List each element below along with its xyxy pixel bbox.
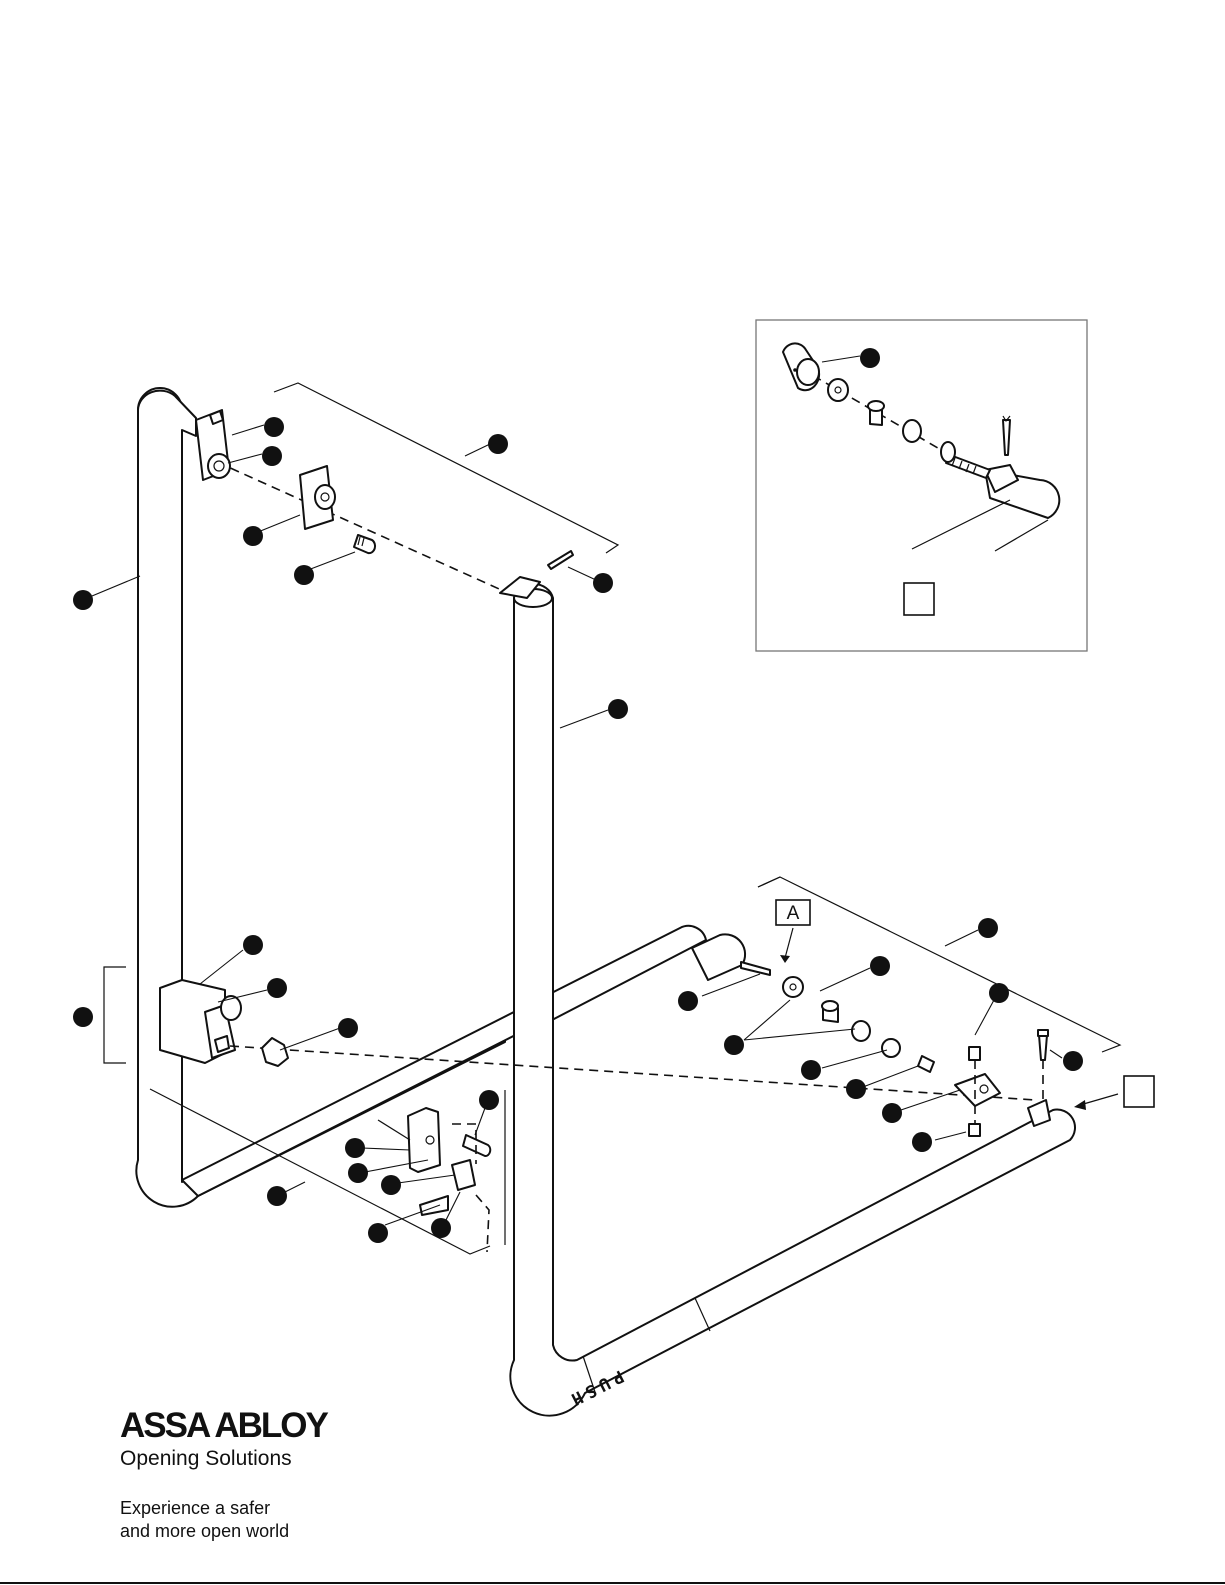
callout bbox=[243, 526, 263, 546]
brand-logo: ASSA ABLOY bbox=[120, 1408, 327, 1443]
callout bbox=[989, 983, 1009, 1003]
washer-a1 bbox=[783, 977, 803, 997]
callout bbox=[479, 1090, 499, 1110]
callout bbox=[294, 565, 314, 585]
lower-bracket bbox=[104, 967, 126, 1063]
pin-a bbox=[1039, 1035, 1047, 1060]
callout bbox=[243, 935, 263, 955]
callout bbox=[267, 1186, 287, 1206]
clamp-block-a bbox=[955, 1074, 1000, 1106]
detail-washer-3 bbox=[941, 442, 955, 462]
lower-key bbox=[420, 1196, 448, 1215]
tagline-line-2: and more open world bbox=[120, 1520, 327, 1543]
callout bbox=[348, 1163, 368, 1183]
detail-washer-2 bbox=[903, 420, 921, 442]
callout bbox=[267, 978, 287, 998]
right-l-tube bbox=[510, 584, 1075, 1416]
callout bbox=[724, 1035, 744, 1055]
callout bbox=[912, 1132, 932, 1152]
tagline-line-1: Experience a safer bbox=[120, 1497, 327, 1520]
callout bbox=[678, 991, 698, 1011]
callout bbox=[381, 1175, 401, 1195]
thumb-nut bbox=[262, 1038, 288, 1066]
upper-standoff-mount bbox=[208, 454, 230, 478]
callout bbox=[801, 1060, 821, 1080]
callout bbox=[978, 918, 998, 938]
upper-pin bbox=[548, 551, 573, 569]
callout bbox=[870, 956, 890, 976]
set-screw-bottom bbox=[969, 1124, 980, 1136]
brand-subtitle: Opening Solutions bbox=[120, 1447, 327, 1471]
set-screw-top bbox=[969, 1047, 980, 1060]
upper-mount-boss bbox=[315, 485, 335, 509]
page-footer-rule bbox=[0, 1582, 1225, 1584]
callout bbox=[593, 573, 613, 593]
washer-a2 bbox=[852, 1021, 870, 1041]
side-view-label-box bbox=[1124, 1076, 1154, 1107]
upper-assembly bbox=[196, 383, 618, 597]
callout bbox=[345, 1138, 365, 1158]
callout bbox=[860, 348, 880, 368]
bottom-rail-stud bbox=[741, 962, 770, 975]
callout bbox=[1063, 1051, 1083, 1071]
detail-washer-1 bbox=[828, 379, 848, 401]
lower-standoff-boss bbox=[221, 996, 241, 1020]
detail-view-label-box bbox=[904, 583, 934, 615]
detail-inset bbox=[756, 320, 1087, 651]
callout bbox=[882, 1103, 902, 1123]
callout bbox=[846, 1079, 866, 1099]
callout bbox=[264, 417, 284, 437]
washer-a3 bbox=[882, 1039, 900, 1057]
upper-screw bbox=[354, 535, 375, 553]
callout bbox=[431, 1218, 451, 1238]
callout bbox=[608, 699, 628, 719]
brand-block: ASSA ABLOY Opening Solutions Experience … bbox=[120, 1408, 327, 1543]
detail-pin bbox=[1003, 420, 1010, 455]
callout bbox=[73, 590, 93, 610]
bushing-a bbox=[918, 1056, 934, 1072]
callout bbox=[73, 1007, 93, 1027]
callout bbox=[262, 446, 282, 466]
view-label-a: A bbox=[787, 903, 800, 924]
callout bbox=[488, 434, 508, 454]
callout bbox=[368, 1223, 388, 1243]
right-end-assembly: A bbox=[758, 877, 1154, 1136]
callout bbox=[338, 1018, 358, 1038]
brand-tagline: Experience a safer and more open world bbox=[120, 1497, 327, 1543]
lower-clip bbox=[452, 1160, 475, 1190]
